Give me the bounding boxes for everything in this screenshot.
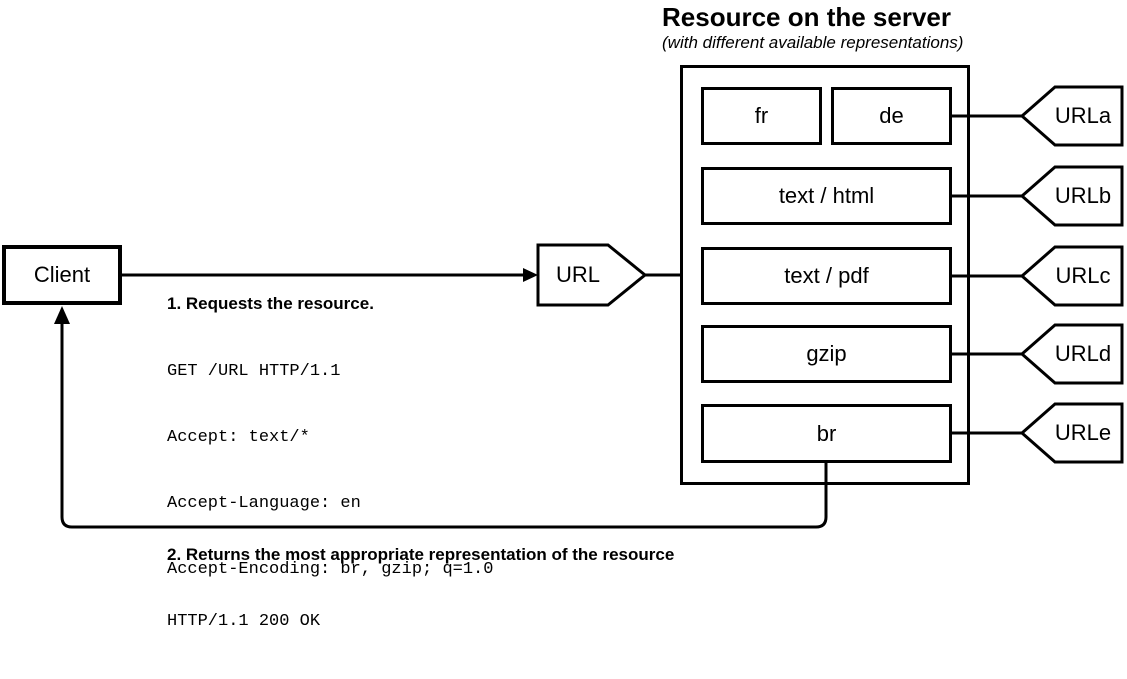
representation-label: text / pdf [784,263,869,288]
response-line: HTTP/1.1 200 OK [167,612,321,631]
server-title: Resource on the server [662,2,952,32]
request-code-block: GET /URL HTTP/1.1 Accept: text/* Accept-… [167,317,493,625]
request-arrow-head-icon [523,268,538,282]
url-tag-label-urla: URLa [1054,103,1112,128]
client-label: Client [33,262,91,287]
request-line: Accept: text/* [167,428,310,447]
client-box: Client [2,245,122,305]
representation-label: gzip [806,341,847,366]
url-tag-label-urlc: URLc [1055,263,1111,288]
url-node-label: URL [555,262,600,287]
url-tag-label-urle: URLe [1054,420,1112,445]
server-subtitle: (with different available representation… [662,33,964,52]
representation-label: fr [754,103,769,128]
url-tag-label-urlb: URLb [1054,183,1112,208]
request-line: GET /URL HTTP/1.1 [167,362,341,381]
representation-box-br: br [701,404,952,463]
server-box [680,65,970,485]
representation-box-de: de [831,87,952,145]
response-code-block: HTTP/1.1 200 OK Content-Location: /URLe … [167,567,402,679]
representation-label: text / html [778,183,875,208]
representation-box-fr: fr [701,87,822,145]
response-step-label: 2. Returns the most appropriate represen… [167,545,675,564]
request-line: Accept-Encoding: br, gzip; q=1.0 [167,560,494,579]
representation-label: br [816,420,837,446]
representation-box-text-html: text / html [701,167,952,225]
response-arrow-head-icon [54,306,70,324]
url-tag-label-urld: URLd [1054,341,1112,366]
representation-box-text-pdf: text / pdf [701,247,952,305]
request-line: Accept-Language: en [167,494,361,513]
representation-label: de [879,103,904,128]
representation-box-gzip: gzip [701,325,952,383]
request-step-label: 1. Requests the resource. [167,294,374,313]
server-title-block: Resource on the server (with different a… [662,2,1122,52]
